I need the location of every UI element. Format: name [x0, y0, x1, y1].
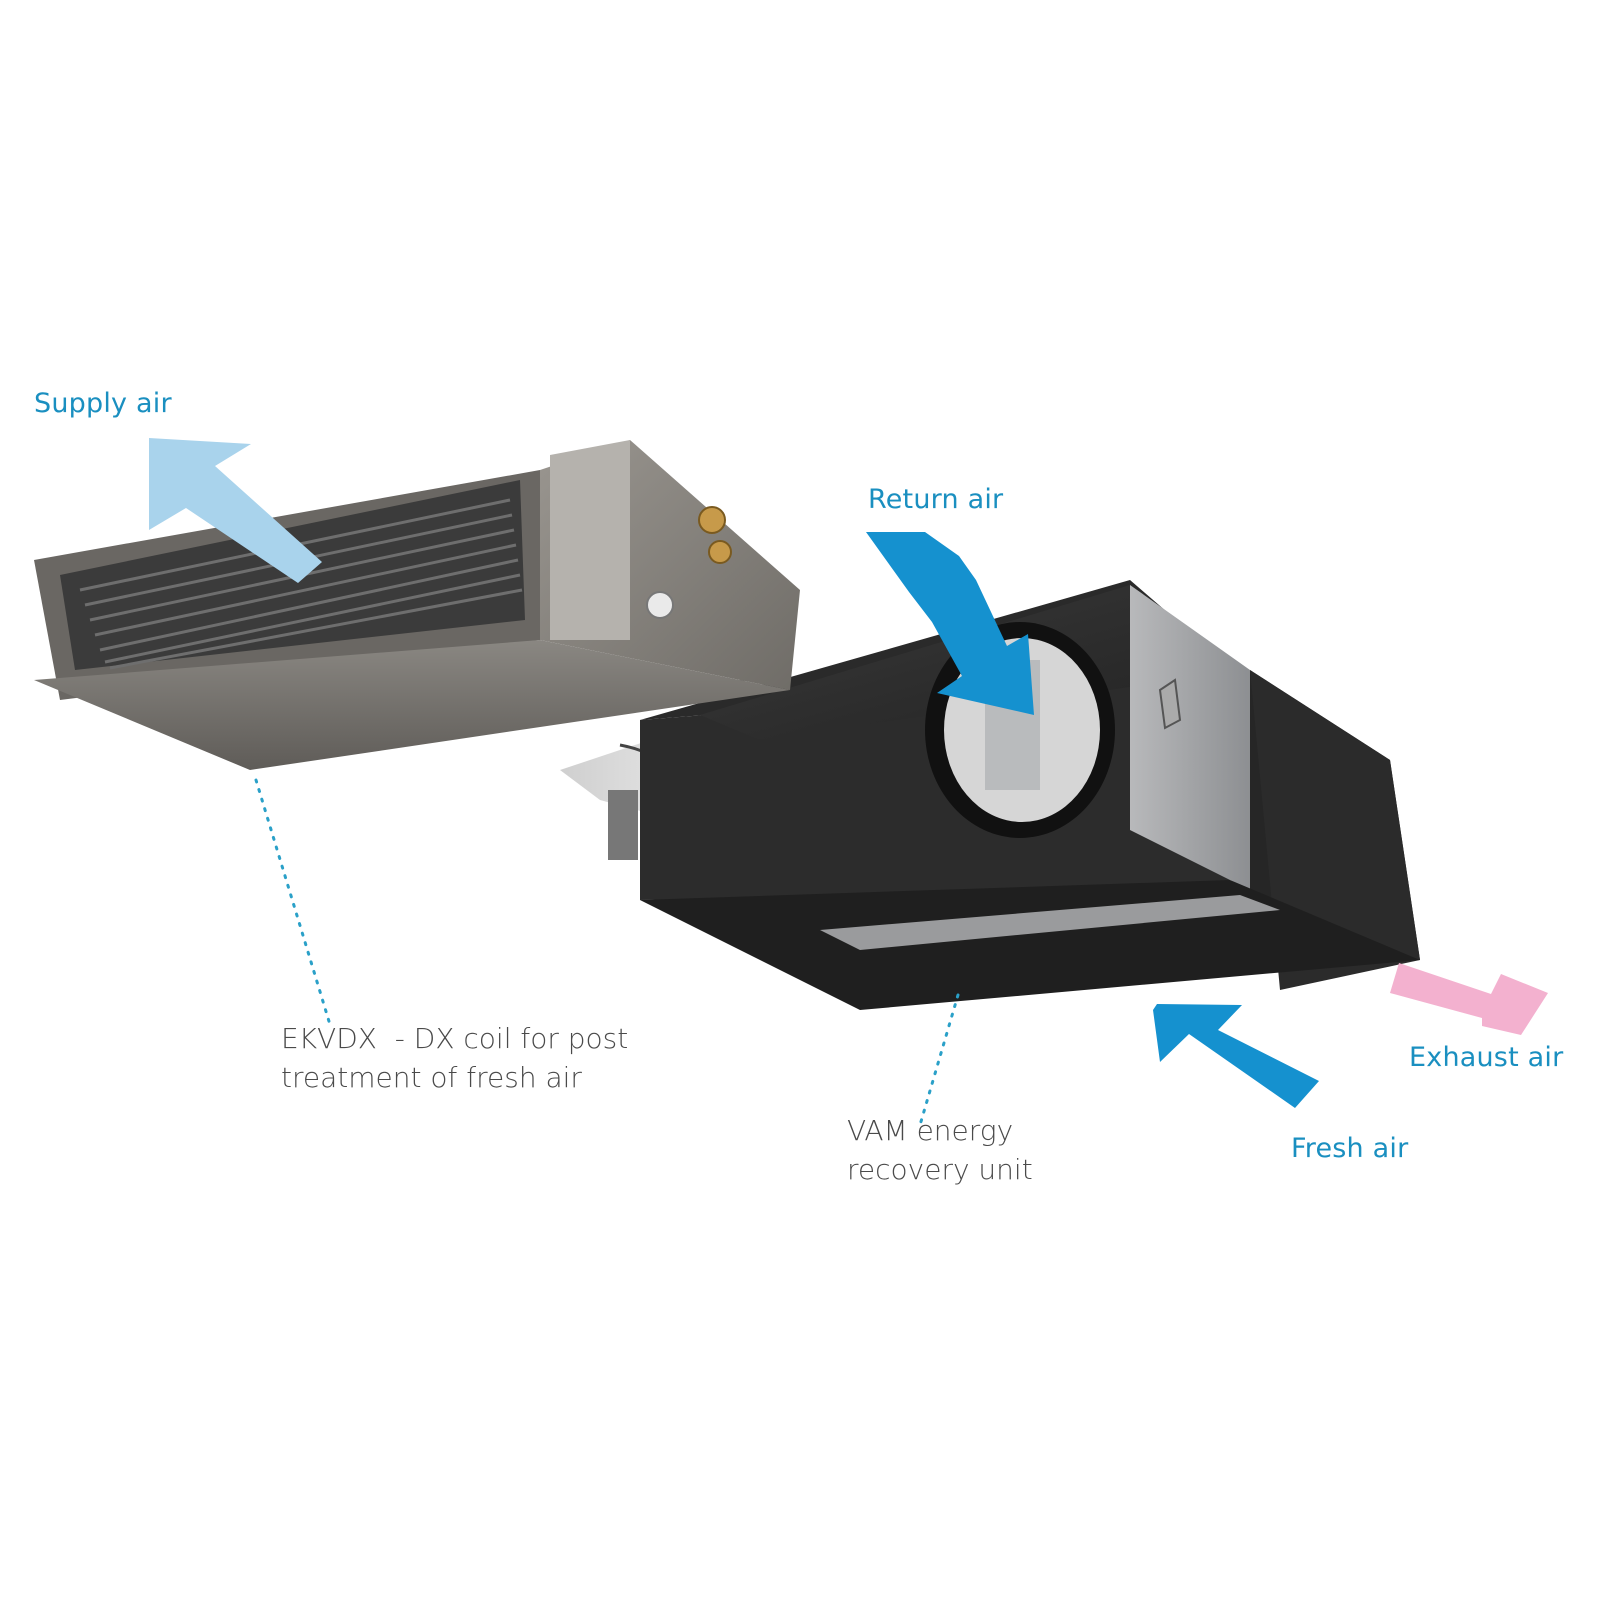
- vam-callout: VAM energy recovery unit: [847, 1111, 1033, 1189]
- ekvdx-callout-line-2: treatment of fresh air: [281, 1061, 582, 1094]
- exhaust-air-label: Exhaust air: [1409, 1042, 1564, 1073]
- return-air-arrow: [866, 532, 1034, 715]
- ekvdx-pipe-connector: [708, 540, 732, 564]
- vam-unit: [608, 580, 1420, 1010]
- vam-leader-line: [918, 993, 960, 1127]
- fresh-air-arrow: [1153, 1004, 1319, 1108]
- supply-air-label: Supply air: [34, 388, 172, 419]
- ekvdx-callout: EKVDX - DX coil for post treatment of fr…: [281, 1019, 628, 1097]
- ekvdx-drain-port: [646, 591, 674, 619]
- ekvdx-callout-line-1: EKVDX - DX coil for post: [281, 1022, 629, 1055]
- vam-side-panel: [1130, 585, 1250, 890]
- supply-air-arrow: [149, 438, 322, 583]
- return-air-label: Return air: [868, 484, 1004, 515]
- exhaust-air-arrow: [1390, 963, 1548, 1035]
- fresh-air-label: Fresh air: [1291, 1133, 1409, 1164]
- ekvdx-leader-line: [254, 778, 333, 1030]
- ekvdx-bottom-face: [34, 640, 790, 770]
- ekvdx-pipe-connector: [698, 506, 726, 534]
- vam-bracket: [608, 790, 638, 860]
- ekvdx-coil-fins: [79, 498, 523, 670]
- vam-handle: [1158, 678, 1182, 730]
- vam-callout-line-2: recovery unit: [847, 1153, 1033, 1186]
- vam-callout-line-1: VAM energy: [847, 1114, 1014, 1147]
